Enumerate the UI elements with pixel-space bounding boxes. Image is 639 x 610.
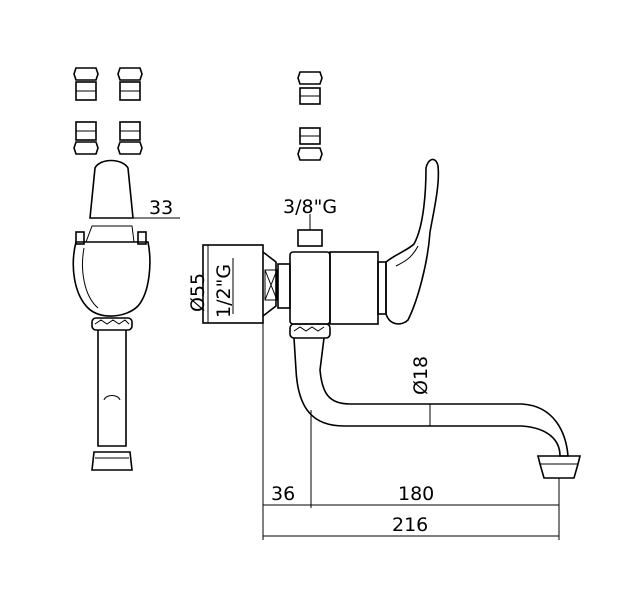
mixer-body-front [289,251,331,325]
dim-wall-thread: 1/2"G [213,264,235,318]
inlet-stub-right [137,231,147,245]
cartridge-ring [377,261,387,315]
inlet-top [297,229,323,247]
dimension-lines: 3/8"G Ø55 1/2"G Ø18 36 180 216 [187,196,560,540]
wall-nut [262,251,277,317]
inlet-stub-left [75,231,85,245]
front-view [202,71,582,479]
fitting-set-right [117,67,143,155]
swivel-ring-side [91,317,133,331]
lever-front [385,158,440,325]
fitting-set-front [297,71,323,161]
dim-body-offset: 36 [271,483,295,505]
aerator-side [91,451,133,471]
dim-side-width: 33 [149,197,173,219]
aerator-front [536,455,582,479]
wall-flange [202,244,264,324]
mixer-body-side [72,241,151,317]
fitting-set-left [73,67,99,155]
cartridge-housing [329,251,379,325]
spout-side [97,330,127,447]
spout-front [293,337,569,457]
swivel-ring-front [289,323,331,339]
dim-inlet-thread: 3/8"G [283,196,337,218]
body-end-cap [277,263,291,309]
dim-flange-diameter: Ø55 [187,273,209,312]
dim-total-reach: 216 [392,514,428,536]
lever-side [89,159,134,219]
side-view: 33 [72,67,180,471]
dim-spout-reach: 180 [398,483,434,505]
dim-spout-diameter: Ø18 [410,356,432,395]
